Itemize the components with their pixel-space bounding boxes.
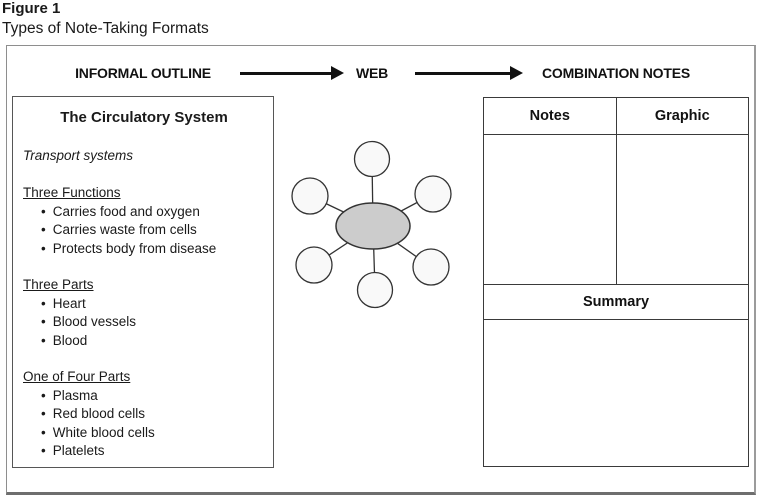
notes-empty-cell (484, 135, 616, 284)
outline-item-text: Plasma (52, 387, 98, 403)
summary-header: Summary (484, 284, 748, 320)
outline-bullet-item: • Blood (23, 332, 265, 351)
arrow-head (331, 66, 344, 80)
graphic-empty-cell (615, 135, 749, 284)
bullet-icon: • (41, 443, 46, 458)
outline-bullet-item: • Platelets (23, 442, 265, 461)
outline-bullet-item: • Blood vessels (23, 313, 265, 332)
combo-header-row: Notes Graphic (484, 98, 748, 135)
outline-item-text: Red blood cells (52, 406, 146, 421)
informal-outline-example-box: The Circulatory System Transport systems… (12, 96, 274, 468)
web-satellite-node (353, 140, 391, 178)
outline-bullet-item: • Heart (23, 295, 265, 314)
web-satellite-node (412, 248, 450, 286)
figure-caption: Types of Note-Taking Formats (2, 20, 209, 37)
outline-bullet-list: • Heart • Blood vessels • Blood (23, 295, 265, 351)
web-label: WEB (355, 65, 389, 81)
outline-item-text: White blood cells (52, 424, 155, 440)
bullet-icon: • (41, 295, 46, 311)
outline-title: The Circulatory System (60, 109, 228, 126)
arrow-right-icon (240, 66, 344, 80)
arrow-shaft (240, 71, 334, 75)
bullet-icon: • (41, 406, 46, 421)
outline-item-text: Platelets (52, 443, 105, 458)
outline-bullet-item: • White blood cells (23, 424, 265, 443)
outline-item-text: Protects body from disease (52, 240, 217, 256)
summary-empty-cell (484, 320, 748, 466)
arrow-right-icon (415, 66, 523, 80)
outline-bullet-item: • Carries food and oxygen (23, 203, 265, 222)
bullet-icon: • (41, 222, 46, 237)
bullet-icon: • (41, 203, 46, 219)
bullet-icon: • (41, 387, 46, 403)
combination-notes-label: COMBINATION NOTES (541, 65, 690, 81)
outline-item-text: Blood (52, 332, 88, 348)
outline-item-text: Blood vessels (52, 314, 137, 329)
outline-bullet-list: • Plasma • Red blood cells • White blood cell… (23, 387, 265, 461)
outline-item-text: Carries food and oxygen (52, 203, 200, 219)
web-satellite-node (414, 175, 452, 213)
figure-frame: INFORMAL OUTLINE WEB COMBINATION NOTES T… (6, 45, 756, 495)
combination-notes-example-table: Notes Graphic Summary (483, 97, 749, 467)
outline-bullet-item: • Red blood cells (23, 405, 265, 424)
outline-bullet-list: • Carries food and oxygen • Carries waste f… (23, 203, 265, 259)
graphic-column-header: Graphic (615, 98, 749, 134)
web-center-node (335, 202, 411, 250)
web-diagram (291, 140, 452, 309)
bullet-icon: • (41, 314, 46, 329)
bullet-icon: • (41, 424, 46, 440)
notes-column-header: Notes (529, 108, 570, 124)
outline-item-text: Carries waste from cells (52, 222, 197, 237)
outline-section-heading: Three Functions (23, 185, 121, 200)
outline-bullet-item: • Carries waste from cells (23, 221, 265, 240)
web-satellite-nodes (291, 140, 452, 309)
outline-subtitle: Transport systems (23, 147, 134, 163)
combo-body-row (484, 135, 748, 284)
arrow-shaft (415, 71, 513, 75)
outline-bullet-item: • Plasma (23, 387, 265, 406)
web-satellite-node (291, 177, 329, 215)
outline-bullet-item: • Protects body from disease (23, 240, 265, 259)
figure-label: Figure 1 (2, 0, 61, 17)
outline-item-text: Heart (52, 295, 86, 311)
outline-section-heading: One of Four Parts (23, 369, 131, 384)
outline-sections: Three Functions•Carries food and oxygen•… (23, 184, 265, 461)
outline-section-heading: Three Parts (23, 277, 94, 292)
bullet-icon: • (41, 332, 46, 348)
informal-outline-label: INFORMAL OUTLINE (75, 65, 211, 81)
web-satellite-node (356, 271, 394, 309)
arrow-head (510, 66, 523, 80)
bullet-icon: • (41, 240, 46, 256)
web-satellite-node (295, 246, 333, 284)
